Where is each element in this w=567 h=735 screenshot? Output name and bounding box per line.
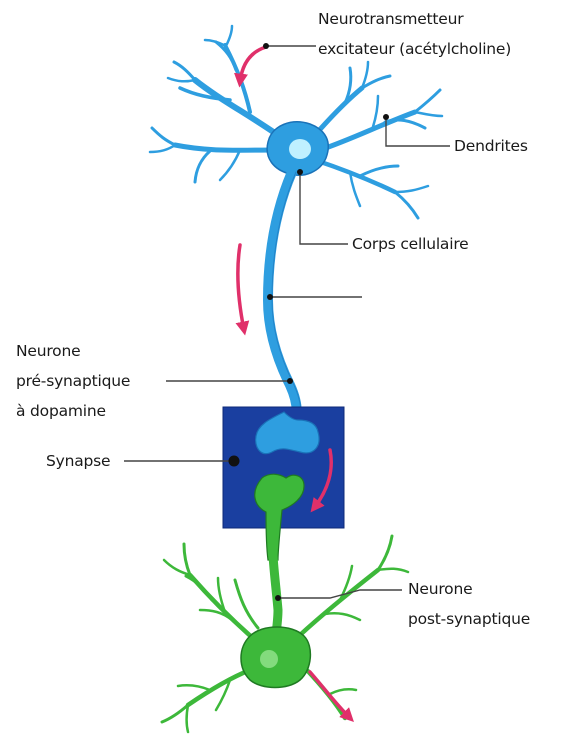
dot-synapse <box>229 456 240 467</box>
label-neurotransmitter-line2: excitateur (acétylcholine) <box>318 38 511 60</box>
label-cell-body: Corps cellulaire <box>352 233 469 255</box>
signal-arrow-axon <box>238 245 244 330</box>
dot-cell-body <box>297 169 303 175</box>
dot-neurotransmitter <box>263 43 269 49</box>
dot-presynaptic <box>287 378 293 384</box>
postsynaptic-nucleus <box>260 650 278 668</box>
dot-postsynaptic <box>275 595 281 601</box>
leader-cell-body <box>300 172 348 244</box>
presynaptic-nucleus <box>289 139 311 159</box>
dot-dendrites <box>383 114 389 120</box>
label-presynaptic-line3: à dopamine <box>16 400 106 422</box>
label-presynaptic-line1: Neurone <box>16 340 80 362</box>
label-neurotransmitter-line1: Neurotransmetteur <box>318 8 463 30</box>
label-synapse: Synapse <box>46 450 110 472</box>
leader-postsynaptic <box>278 590 402 598</box>
signal-arrow-dendrite <box>240 47 266 82</box>
label-postsynaptic-line1: Neurone <box>408 578 472 600</box>
dot-axon <box>267 294 273 300</box>
label-postsynaptic-line2: post-synaptique <box>408 608 530 630</box>
label-presynaptic-line2: pré-synaptique <box>16 370 130 392</box>
signal-arrow-postsynaptic <box>310 672 350 718</box>
label-dendrites: Dendrites <box>454 135 528 157</box>
